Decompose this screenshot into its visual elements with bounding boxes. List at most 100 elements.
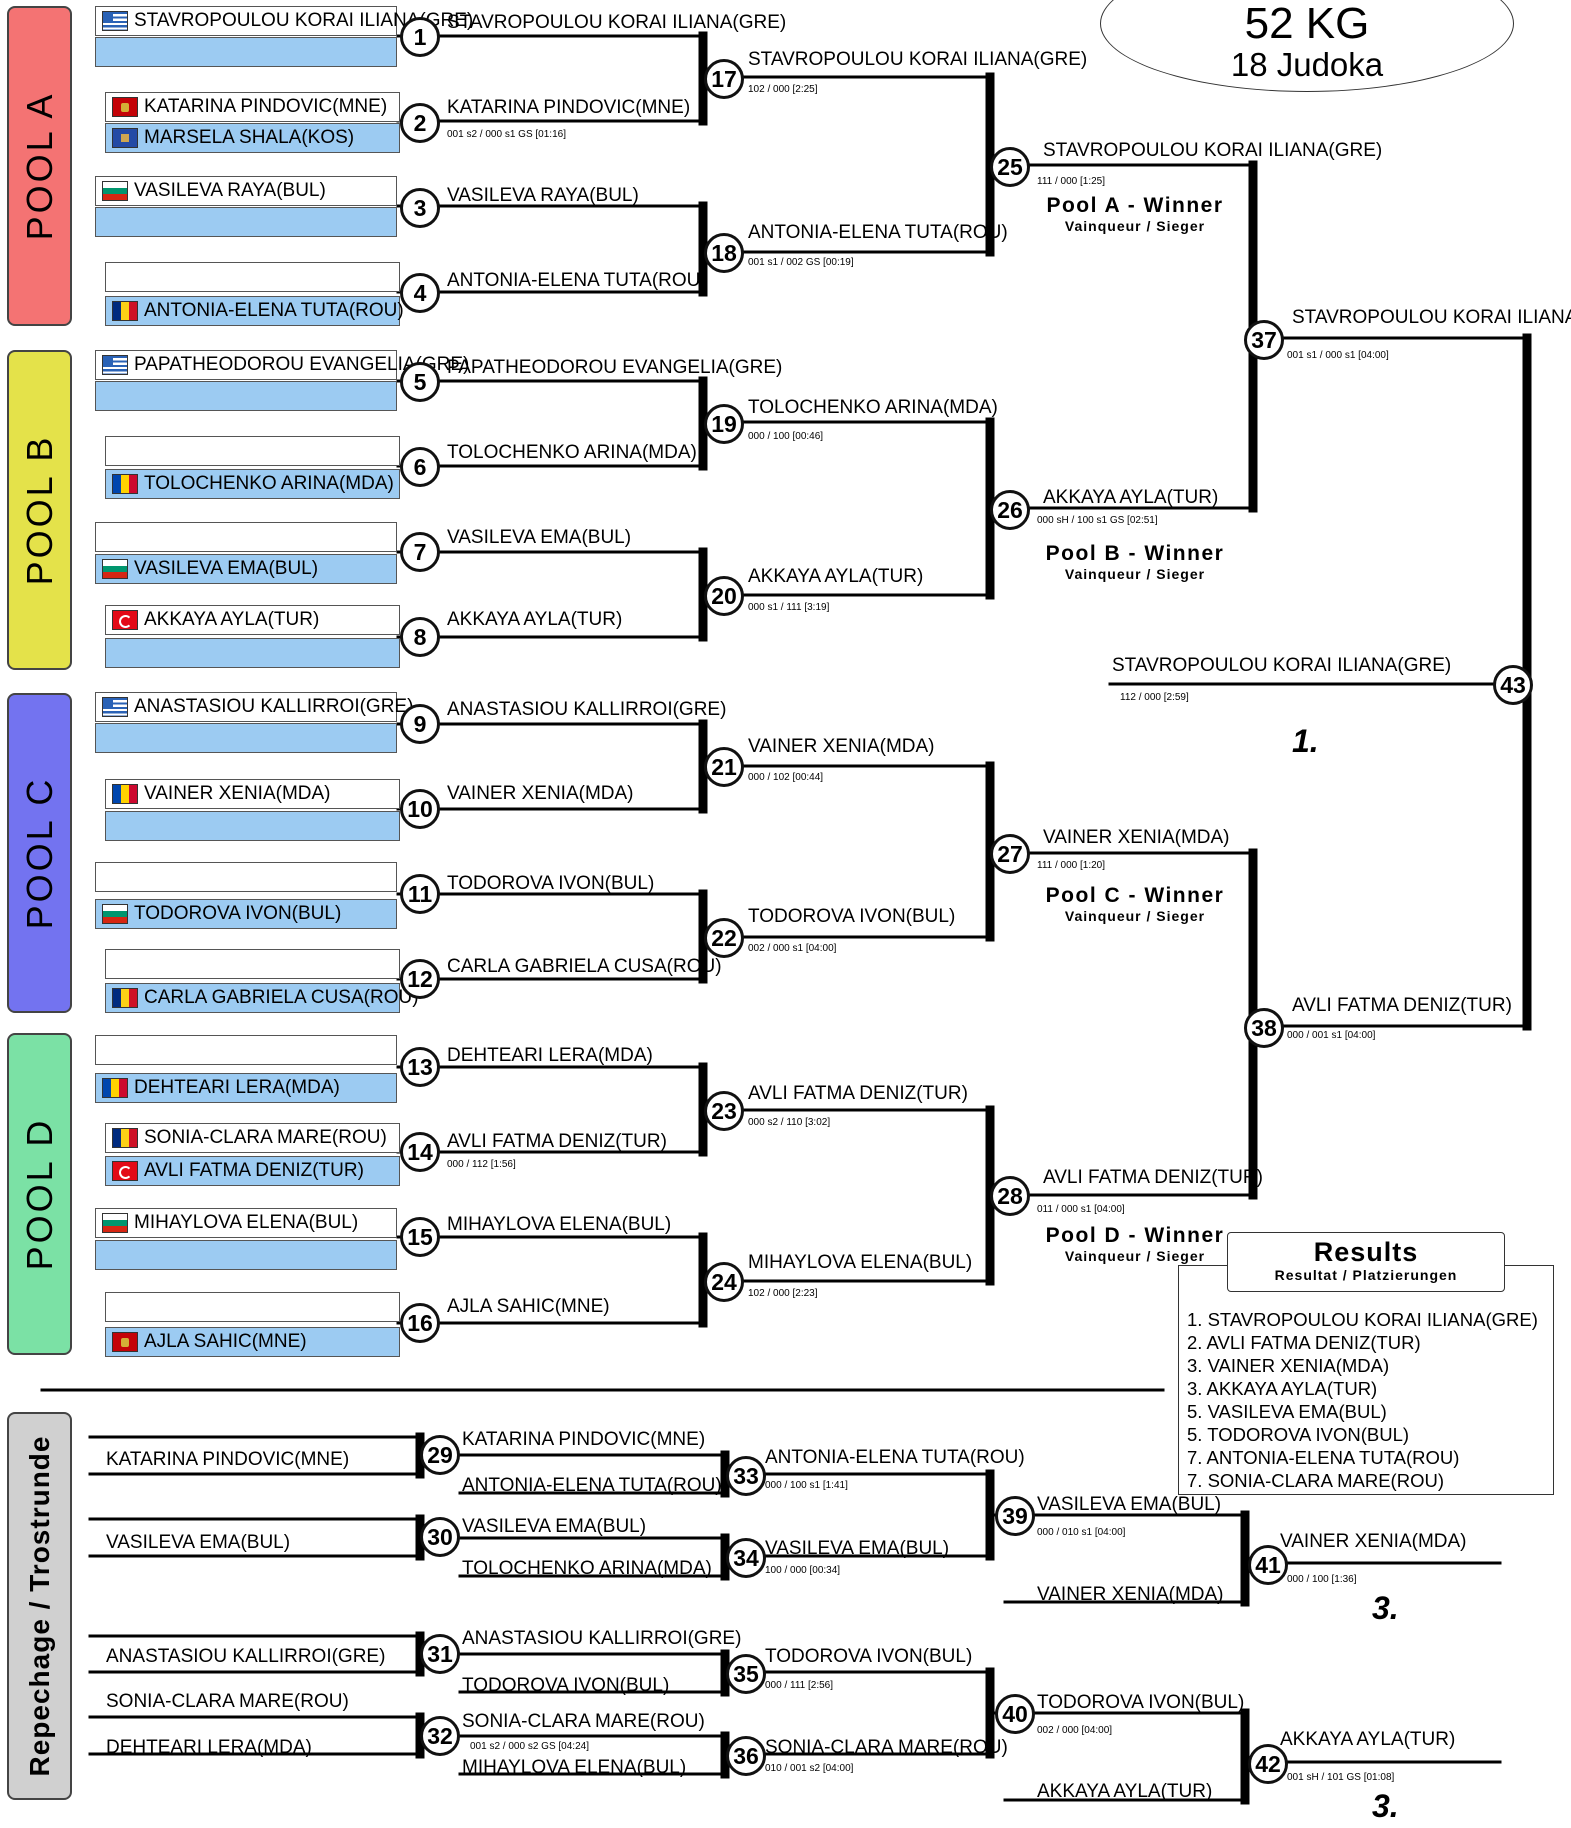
round1-winner: PAPATHEODOROU EVANGELIA(GRE): [447, 357, 783, 378]
third-place-marker: 3.: [1372, 1590, 1399, 1626]
entry-box: VASILEVA RAYA(BUL): [95, 176, 397, 206]
repechage-winner: TODOROVA IVON(BUL): [1037, 1692, 1245, 1713]
empty-entry-box: [95, 207, 397, 237]
empty-entry-box: [105, 949, 400, 979]
flag-mda-icon: [112, 784, 138, 804]
match-score: 102 / 000 [2:23]: [748, 1288, 818, 1299]
flag-mne-icon: [112, 1332, 138, 1352]
competitor-name: TODOROVA IVON(BUL): [134, 903, 342, 924]
pool-winner-name: STAVROPOULOU KORAI ILIANA(GRE): [1043, 140, 1383, 161]
match-score: 111 / 000 [1:25]: [1037, 176, 1106, 187]
repechage-winner: VASILEVA EMA(BUL): [765, 1538, 950, 1559]
repechage-opponent: ANTONIA-ELENA TUTA(ROU): [462, 1475, 722, 1496]
empty-entry-box: [95, 723, 397, 753]
repechage-winner: SONIA-CLARA MARE(ROU): [462, 1711, 705, 1732]
winner-subtitle: Vainqueur / Sieger: [1064, 908, 1206, 924]
winner-title: Pool C - Winner: [1045, 884, 1225, 907]
repechage-winner: ANTONIA-ELENA TUTA(ROU): [765, 1447, 1025, 1468]
flag-bul-icon: [102, 181, 128, 201]
entry-box: AKKAYA AYLA(TUR): [105, 605, 400, 635]
round2-winner: MIHAYLOVA ELENA(BUL): [748, 1252, 973, 1273]
repechage-opponent: TOLOCHENKO ARINA(MDA): [462, 1558, 712, 1579]
empty-entry-box: [95, 381, 397, 411]
result-item: 7. SONIA-CLARA MARE(ROU): [1187, 1470, 1444, 1491]
semifinal-winner: AVLI FATMA DENIZ(TUR): [1292, 995, 1512, 1016]
first-place-marker: 1.: [1292, 723, 1319, 759]
results-panel: Results Resultat / Platzierungen 1. STAV…: [1178, 1232, 1554, 1495]
pool-a-label: POOL A: [18, 91, 60, 241]
competitor-name: VASILEVA RAYA(BUL): [134, 180, 326, 201]
entry-box: MARSELA SHALA(KOS): [105, 123, 400, 153]
pool-d-label: POOL D: [18, 1117, 60, 1271]
repechage-winner: TODOROVA IVON(BUL): [765, 1646, 973, 1667]
match-number-13: 13: [400, 1047, 440, 1087]
empty-entry-box: [105, 811, 400, 841]
competitor-name: AVLI FATMA DENIZ(TUR): [144, 1160, 364, 1181]
round1-winner: MIHAYLOVA ELENA(BUL): [447, 1214, 672, 1235]
match-number-31: 31: [420, 1634, 460, 1674]
match-number-33: 33: [726, 1456, 766, 1496]
empty-entry-box: [105, 262, 400, 292]
competitor-name: KATARINA PINDOVIC(MNE): [144, 96, 388, 117]
match-score: 001 s2 / 000 s2 GS [04:24]: [470, 1741, 589, 1752]
match-score: 011 / 000 s1 [04:00]: [1037, 1204, 1125, 1215]
result-item: 2. AVLI FATMA DENIZ(TUR): [1187, 1332, 1421, 1353]
repechage-opponent: MIHAYLOVA ELENA(BUL): [462, 1757, 687, 1778]
match-number-4: 4: [400, 273, 440, 313]
entry-box: AVLI FATMA DENIZ(TUR): [105, 1156, 400, 1186]
competitor-name: DEHTEARI LERA(MDA): [134, 1077, 340, 1098]
round1-winner: VAINER XENIA(MDA): [447, 783, 634, 804]
match-score: 001 sH / 101 GS [01:08]: [1287, 1772, 1395, 1783]
bronze-winner: AKKAYA AYLA(TUR): [1280, 1729, 1456, 1750]
repechage-entry: VASILEVA EMA(BUL): [106, 1532, 291, 1553]
match-score: 000 / 111 [2:56]: [765, 1680, 834, 1691]
empty-entry-box: [95, 1035, 397, 1065]
round1-winner: CARLA GABRIELA CUSA(ROU): [447, 956, 722, 977]
repechage-tab: Repechage / Trostrunde: [7, 1412, 72, 1800]
match-number-40: 40: [995, 1694, 1035, 1734]
match-number-38: 38: [1244, 1008, 1284, 1048]
round1-winner: VASILEVA RAYA(BUL): [447, 185, 639, 206]
results-header: Results Resultat / Platzierungen: [1227, 1232, 1505, 1292]
match-score: 000 / 100 [00:46]: [748, 431, 824, 442]
repechage-opponent: AKKAYA AYLA(TUR): [1037, 1781, 1213, 1802]
empty-entry-box: [105, 436, 400, 466]
round2-winner: TOLOCHENKO ARINA(MDA): [748, 397, 998, 418]
round1-winner: AVLI FATMA DENIZ(TUR): [447, 1131, 667, 1152]
match-score: 000 s1 / 111 [3:19]: [748, 602, 830, 613]
repechage-winner: KATARINA PINDOVIC(MNE): [462, 1429, 706, 1450]
match-number-30: 30: [420, 1517, 460, 1557]
flag-mne-icon: [112, 97, 138, 117]
empty-entry-box: [95, 1240, 397, 1270]
match-number-27: 27: [990, 834, 1030, 874]
match-number-43: 43: [1493, 665, 1533, 705]
match-number-24: 24: [704, 1262, 744, 1302]
competitor-name: TOLOCHENKO ARINA(MDA): [144, 473, 394, 494]
flag-bul-icon: [102, 1213, 128, 1233]
entry-box: PAPATHEODOROU EVANGELIA(GRE): [95, 350, 469, 380]
match-score: 000 / 112 [1:56]: [447, 1159, 516, 1170]
repechage-winner: VASILEVA EMA(BUL): [1037, 1494, 1222, 1515]
round1-winner: TODOROVA IVON(BUL): [447, 873, 655, 894]
round2-winner: ANTONIA-ELENA TUTA(ROU): [748, 222, 1008, 243]
round1-winner: ANTONIA-ELENA TUTA(ROU): [447, 270, 707, 291]
match-number-15: 15: [400, 1217, 440, 1257]
match-number-42: 42: [1248, 1744, 1288, 1784]
result-item: 7. ANTONIA-ELENA TUTA(ROU): [1187, 1447, 1460, 1468]
entry-box: STAVROPOULOU KORAI ILIANA(GRE): [95, 6, 473, 36]
entry-box: ANASTASIOU KALLIRROI(GRE): [95, 692, 413, 722]
match-score: 000 / 010 s1 [04:00]: [1037, 1527, 1126, 1538]
match-score: 000 / 100 [1:36]: [1287, 1574, 1357, 1585]
pool-winner-name: VAINER XENIA(MDA): [1043, 827, 1230, 848]
match-number-36: 36: [726, 1736, 766, 1776]
competitor-name: SONIA-CLARA MARE(ROU): [144, 1127, 387, 1148]
results-subtitle: Resultat / Platzierungen: [1274, 1267, 1458, 1283]
match-number-12: 12: [400, 959, 440, 999]
pool-c-label: POOL C: [18, 776, 60, 930]
match-number-23: 23: [704, 1091, 744, 1131]
round1-winner: ANASTASIOU KALLIRROI(GRE): [447, 699, 727, 720]
pool-b-tab: POOL B: [7, 350, 72, 670]
pool-a-tab: POOL A: [7, 6, 72, 326]
round1-winner: DEHTEARI LERA(MDA): [447, 1045, 653, 1066]
